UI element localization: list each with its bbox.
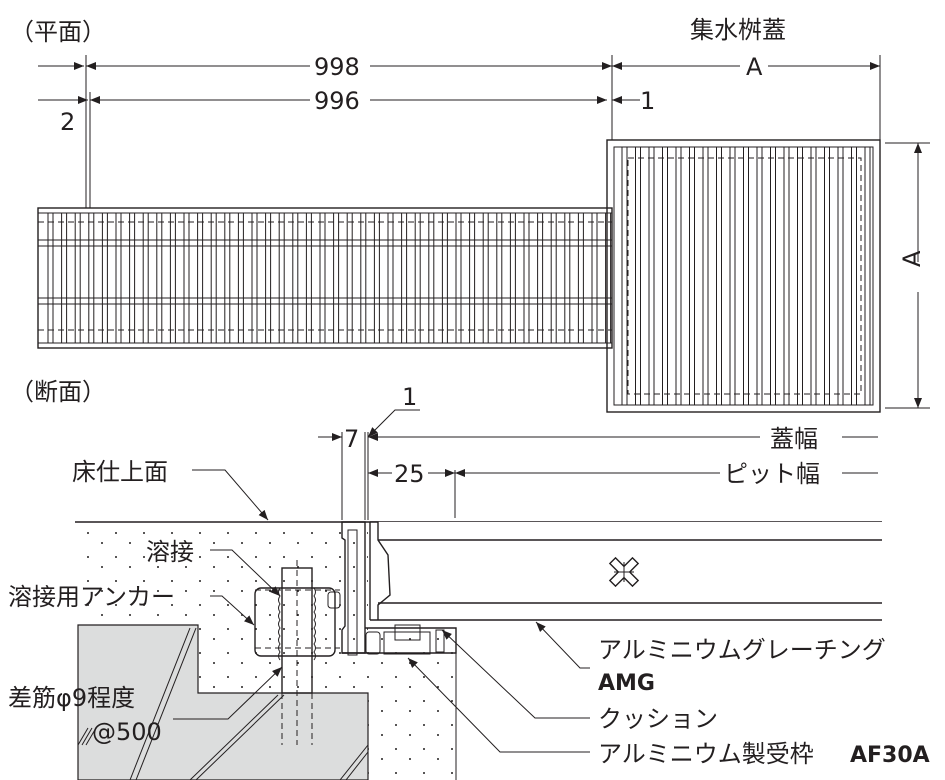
dim-2-text: 2 [60, 108, 75, 136]
dim-A-top-text: A [746, 53, 763, 81]
dim-998-text: 998 [314, 53, 360, 81]
grating-code-label: AMG [598, 671, 655, 696]
dim-A-side-text: A [898, 250, 926, 267]
cover-label: 集水桝蓋 [690, 16, 786, 44]
structural-slab [77, 624, 369, 780]
dim-25-text: 25 [394, 460, 425, 488]
dimension-A-side: A [885, 142, 930, 409]
dimension-998: 998 [38, 53, 613, 208]
weld-anchor-label: 溶接用アンカー [8, 583, 175, 611]
dimension-996: 996 2 1 [38, 87, 655, 208]
dimension-A-top: A [612, 53, 881, 140]
section-dimensions: 7 1 蓋幅 25 ピット幅 [318, 383, 878, 520]
cross-section-symbol-icon [608, 556, 640, 588]
dim-7-text: 7 [344, 425, 359, 453]
dim-1-section-text: 1 [402, 383, 417, 411]
anchor-and-rebar [254, 560, 341, 745]
rebar-label: 差筋φ9程度 [8, 684, 135, 712]
grating-name-label: アルミニウムグレーチング [598, 636, 886, 664]
grating-section [369, 521, 882, 621]
frame-code-label: AF30A [850, 743, 930, 768]
rebar-pitch-label: @500 [92, 718, 162, 746]
cover-plan [606, 139, 881, 413]
weld-label: 溶接 [146, 538, 194, 566]
dim-996-text: 996 [314, 87, 360, 115]
grating-plan [37, 207, 613, 349]
frame-name-label: アルミニウム製受枠 [598, 740, 814, 768]
dim-1-text: 1 [640, 87, 655, 115]
floor-surface-label: 床仕上面 [72, 458, 168, 486]
frame-section [341, 521, 457, 656]
pit-width-label: ピット幅 [724, 460, 820, 488]
cushion-label: クッション [598, 705, 718, 733]
plan-title: （平面） [10, 18, 106, 46]
section-title: （断面） [10, 378, 106, 406]
cover-width-label: 蓋幅 [770, 425, 818, 453]
